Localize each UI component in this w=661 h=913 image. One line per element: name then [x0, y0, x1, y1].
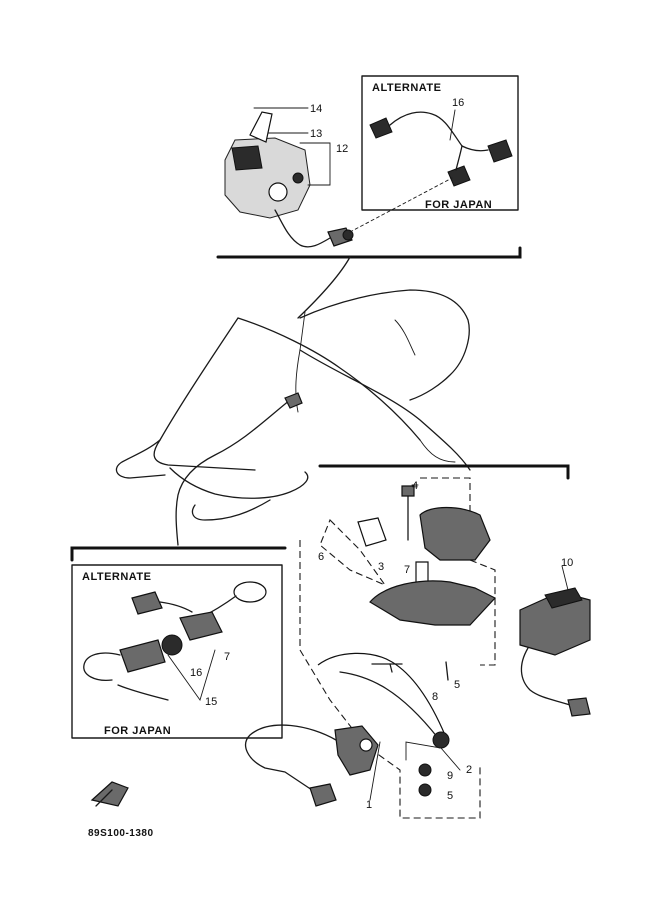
callout-16-top: 16 — [452, 97, 464, 109]
callout-1: 1 — [366, 799, 372, 811]
corner-emblem — [90, 781, 129, 807]
callout-6: 6 — [318, 551, 324, 563]
callout-5-lower: 5 — [447, 790, 453, 802]
callout-8: 8 — [432, 691, 438, 703]
callout-5-upper: 5 — [454, 679, 460, 691]
for-japan-label-top: FOR JAPAN — [425, 199, 492, 211]
alternate-panel-left: ALTERNATE FOR JAPAN — [71, 564, 283, 739]
handlebar-switch-assembly — [224, 107, 354, 248]
for-japan-label-left: FOR JAPAN — [104, 725, 171, 737]
snowmobile-body-outline — [115, 289, 470, 521]
callout-9: 9 — [447, 770, 453, 782]
diagram-code: 89S100-1380 — [88, 828, 154, 839]
lower-right-bracket — [318, 464, 570, 480]
callout-4: 4 — [412, 480, 418, 492]
callout-14: 14 — [310, 103, 322, 115]
main-cable — [299, 349, 471, 471]
callout-16-left: 16 — [190, 667, 202, 679]
left-alternate-bracket — [70, 546, 287, 562]
callout-3-upper: 3 — [378, 561, 384, 573]
alternate-header-top: ALTERNATE — [372, 82, 441, 94]
callout-12: 12 — [336, 143, 348, 155]
callout-7-left: 7 — [224, 651, 230, 663]
callout-13: 13 — [310, 128, 322, 140]
callout-7-right: 7 — [404, 564, 410, 576]
lower-right-group — [245, 477, 591, 819]
callout-10: 10 — [561, 557, 573, 569]
callout-2: 2 — [466, 764, 472, 776]
callout-15: 15 — [205, 696, 217, 708]
alternate-header-left: ALTERNATE — [82, 571, 151, 583]
top-group-bracket — [216, 246, 522, 259]
alternate-panel-top: ALTERNATE FOR JAPAN 16 — [349, 75, 519, 233]
callout-labels: 14 13 12 4 6 3 7 10 5 8 2 9 5 1 16 7 15 — [190, 103, 573, 811]
